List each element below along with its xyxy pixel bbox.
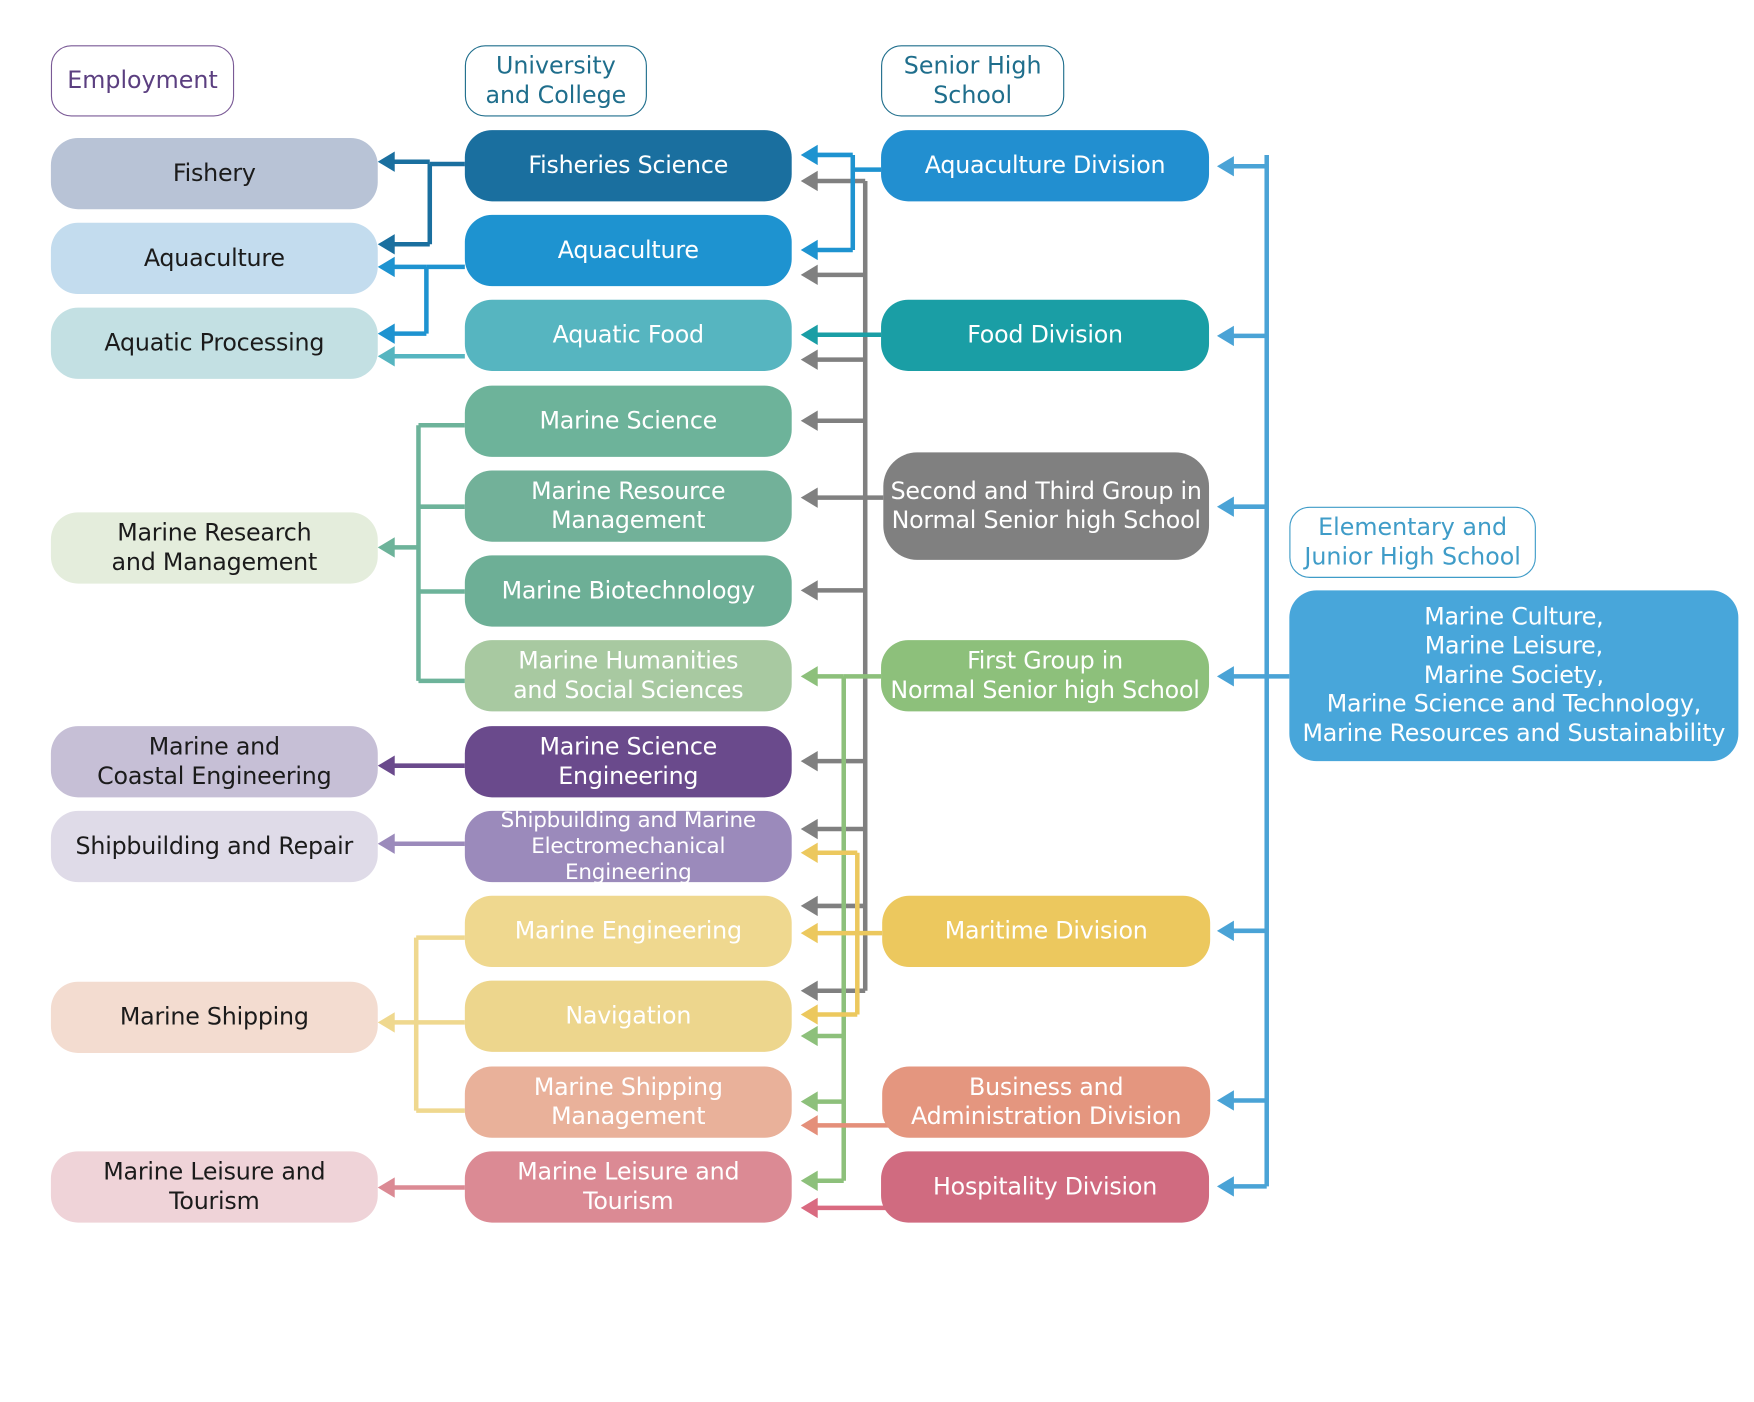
aqua-arrow-1-head [377,323,395,344]
leisure-arrow-head [377,1177,395,1198]
employment-header: Employment [50,45,235,117]
university-header: University and College [464,45,647,117]
gray-arrow-6-head [800,750,818,772]
shipbuilding-arrow-head [377,833,395,854]
senior-food-division: Food Division [881,299,1210,371]
maritime-arrow-2-head [800,1004,818,1025]
first-group-arrow-1-head [800,1025,818,1047]
gray-arrow-5-head [800,580,818,601]
elementary-arrow-1-head [1216,325,1234,347]
university-marine-biotech: Marine Biotechnology [464,555,792,627]
senior-high-header: Senior High School [881,45,1065,117]
elementary-arrow-6-head [1216,1176,1234,1197]
maritime-arrow-1-head [800,922,818,944]
university-aquatic-food: Aquatic Food [464,299,792,371]
connector-lines [377,144,1290,1219]
gray-arrow-7-head [800,818,818,840]
employment-marine-shipping: Marine Shipping [50,981,378,1053]
food-div-arrow-head [800,324,818,345]
first-group-arrow-0-head [800,666,818,687]
university-marine-resource: Marine Resource Management [464,470,792,542]
university-marine-science-engineering: Marine Science Engineering [464,726,792,798]
elementary-arrow-5-head [1216,1090,1234,1111]
employment-aquatic-processing: Aquatic Processing [50,307,378,379]
aqua-div-arrow-1-head [800,239,818,261]
university-marine-humanities: Marine Humanities and Social Sciences [464,640,792,712]
fish-sci-arrow-0-head [377,151,395,172]
elementary-curriculum: Marine Culture, Marine Leisure, Marine S… [1289,590,1739,762]
hospitality-arrow-head [800,1197,818,1219]
senior-second-third-group: Second and Third Group in Normal Senior … [883,452,1210,560]
senior-maritime-division: Maritime Division [882,895,1211,968]
aqua-arrow-0-head [377,256,395,278]
maritime-arrow-0-head [800,842,818,863]
university-marine-science: Marine Science [464,385,792,457]
fish-sci-arrow-1-head [377,234,395,255]
shipping-arrow-head [377,1012,395,1033]
employment-shipbuilding: Shipbuilding and Repair [50,810,378,883]
senior-first-group: First Group in Normal Senior high School [881,640,1210,712]
employment-marine-coastal: Marine and Coastal Engineering [50,726,378,798]
university-marine-shipping-management: Marine Shipping Management [464,1066,792,1138]
gray-arrow-3-head [800,410,818,431]
first-group-arrow-3-head [800,1170,818,1191]
employment-fishery: Fishery [50,137,378,210]
employment-aquaculture: Aquaculture [50,222,378,295]
senior-hospitality-division: Hospitality Division [881,1151,1210,1223]
university-shipbuilding-engineering: Shipbuilding and Marine Electromechanica… [464,807,792,885]
gray-arrow-4-head [800,487,818,508]
research-arrow-head [377,537,395,558]
business-arrow-head [800,1115,818,1136]
mse-arrow-head [377,755,395,776]
university-fisheries-science: Fisheries Science [464,130,792,202]
elementary-arrow-2-head [1216,496,1234,517]
elementary-arrow-4-head [1216,920,1234,941]
gray-arrow-0-head [800,170,818,192]
gray-arrow-9-head [800,980,818,1001]
senior-business-division: Business and Administration Division [882,1066,1211,1138]
senior-aquaculture-division: Aquaculture Division [881,130,1210,202]
university-marine-engineering: Marine Engineering [464,895,792,968]
university-navigation: Navigation [464,980,792,1052]
university-leisure: Marine Leisure and Tourism [464,1151,792,1223]
elementary-junior-header: Elementary and Junior High School [1289,506,1536,578]
employment-marine-research: Marine Research and Management [50,512,378,584]
aqua-div-arrow-0-head [800,144,818,166]
gray-arrow-2-head [800,349,818,370]
gray-arrow-1-head [800,264,818,286]
food-arrow-head [377,346,395,367]
elementary-arrow-3-head [1216,666,1234,687]
employment-leisure: Marine Leisure and Tourism [50,1151,378,1223]
university-aquaculture: Aquaculture [464,214,792,287]
first-group-arrow-2-head [800,1091,818,1112]
elementary-arrow-0-head [1216,156,1234,177]
gray-arrow-8-head [800,895,818,917]
